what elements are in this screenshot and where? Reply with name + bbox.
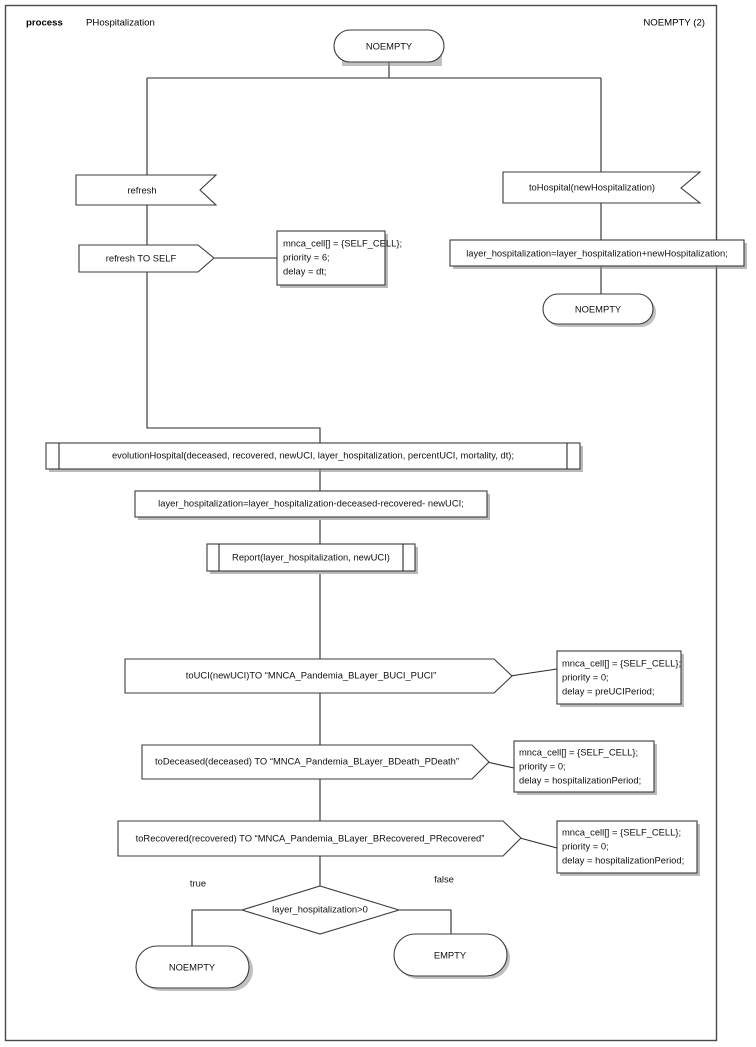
node-end-terminal-false[interactable]: EMPTY: [393, 933, 510, 979]
node-refresh-input[interactable]: refresh: [75, 174, 218, 206]
diagram-frame: [4, 4, 718, 1042]
node-start-terminal[interactable]: NOEMPTY: [333, 29, 445, 66]
refresh-to-self-label: refresh TO SELF: [106, 252, 177, 263]
report-label: Report(layer_hospitalization, newUCI): [232, 551, 390, 562]
note-to-recovered: mnca_cell[] = {SELF_CELL}; priority = 0;…: [556, 820, 700, 876]
to-deceased-shape: [141, 744, 490, 780]
node-evolution-hospital[interactable]: evolutionHospital(deceased, recovered, n…: [45, 442, 583, 472]
to-hospital-input-label: toHospital(newHospitalization): [529, 181, 655, 192]
to-recovered-shape: [117, 820, 522, 857]
refresh-input-label: refresh: [127, 184, 156, 195]
to-uci-shape: [124, 658, 513, 694]
hospitalization-assign-label: layer_hospitalization=layer_hospitalizat…: [466, 247, 728, 258]
node-hospitalization-assign[interactable]: layer_hospitalization=layer_hospitalizat…: [449, 239, 747, 269]
right-terminal-label: NOEMPTY: [575, 303, 622, 314]
note-to-uci: mnca_cell[] = {SELF_CELL}; priority = 0;…: [556, 650, 684, 707]
to-recovered-note-line-3: delay = hospitalizationPeriod;: [562, 854, 684, 865]
end-terminal-false-label: EMPTY: [434, 949, 467, 960]
node-report[interactable]: Report(layer_hospitalization, newUCI): [206, 543, 418, 574]
node-end-terminal-true[interactable]: NOEMPTY: [135, 945, 253, 991]
evolution-hospital-label: evolutionHospital(deceased, recovered, n…: [112, 449, 514, 460]
refresh-note-line-3: delay = dt;: [283, 265, 327, 276]
branch-true-label: true: [190, 877, 206, 888]
to-deceased-note-line-3: delay = hospitalizationPeriod;: [519, 774, 641, 785]
branch-false-label: false: [434, 873, 454, 884]
connector-self-to-spine: [146, 272, 321, 443]
to-recovered-note-line-2: priority = 0;: [562, 840, 609, 851]
to-uci-note-line-3: delay = preUCIPeriod;: [562, 685, 655, 696]
layer-update-label: layer_hospitalization=layer_hospitalizat…: [158, 497, 464, 508]
connector-group: [146, 62, 602, 946]
node-to-hospital-input[interactable]: toHospital(newHospitalization): [502, 171, 702, 204]
node-to-deceased[interactable]: toDeceased(deceased) TO “MNCA_Pandemia_B…: [141, 744, 490, 780]
to-uci-note-line-2: priority = 0;: [562, 671, 609, 682]
node-to-recovered[interactable]: toRecovered(recovered) TO “MNCA_Pandemia…: [117, 820, 522, 857]
to-deceased-note-line-1: mnca_cell[] = {SELF_CELL};: [519, 746, 638, 757]
header-process-name: PHospitalization: [86, 18, 155, 29]
to-uci-note-line-1: mnca_cell[] = {SELF_CELL};: [562, 657, 681, 668]
to-recovered-note-line-1: mnca_cell[] = {SELF_CELL};: [562, 826, 681, 837]
refresh-input-shape: [75, 174, 218, 206]
decision-shape: [240, 885, 401, 935]
to-deceased-note-line-2: priority = 0;: [519, 760, 566, 771]
to-hospital-input-shape: [502, 171, 702, 204]
header-kind-label: process: [26, 18, 63, 29]
note-refresh: mnca_cell[] = {SELF_CELL}; priority = 6;…: [276, 230, 402, 288]
decision-label: layer_hospitalization>0: [272, 903, 368, 914]
connector-decision-false: [399, 909, 452, 934]
node-decision[interactable]: layer_hospitalization>0: [240, 885, 401, 935]
connector-deceased-note-leader: [486, 761, 515, 769]
header-entry-state: NOEMPTY (2): [643, 18, 705, 29]
node-right-terminal[interactable]: NOEMPTY: [542, 293, 656, 327]
connector-uci-note-leader: [509, 668, 558, 677]
to-recovered-label: toRecovered(recovered) TO “MNCA_Pandemia…: [136, 832, 485, 843]
refresh-note-line-2: priority = 6;: [283, 251, 330, 262]
refresh-note-line-1: mnca_cell[] = {SELF_CELL};: [283, 237, 402, 248]
to-uci-label: toUCI(newUCI)TO “MNCA_Pandemia_BLayer_BU…: [186, 669, 436, 680]
note-to-deceased: mnca_cell[] = {SELF_CELL}; priority = 0;…: [513, 740, 657, 795]
refresh-to-self-shape: [78, 244, 215, 273]
connector-decision-true: [191, 909, 242, 946]
connector-recovered-note-leader: [519, 837, 558, 849]
end-terminal-true-label: NOEMPTY: [169, 961, 216, 972]
node-to-uci[interactable]: toUCI(newUCI)TO “MNCA_Pandemia_BLayer_BU…: [124, 658, 513, 694]
start-terminal-label: NOEMPTY: [366, 40, 413, 51]
node-refresh-to-self[interactable]: refresh TO SELF: [78, 244, 215, 273]
to-deceased-label: toDeceased(deceased) TO “MNCA_Pandemia_B…: [155, 755, 459, 766]
node-layer-update[interactable]: layer_hospitalization=layer_hospitalizat…: [134, 490, 490, 520]
